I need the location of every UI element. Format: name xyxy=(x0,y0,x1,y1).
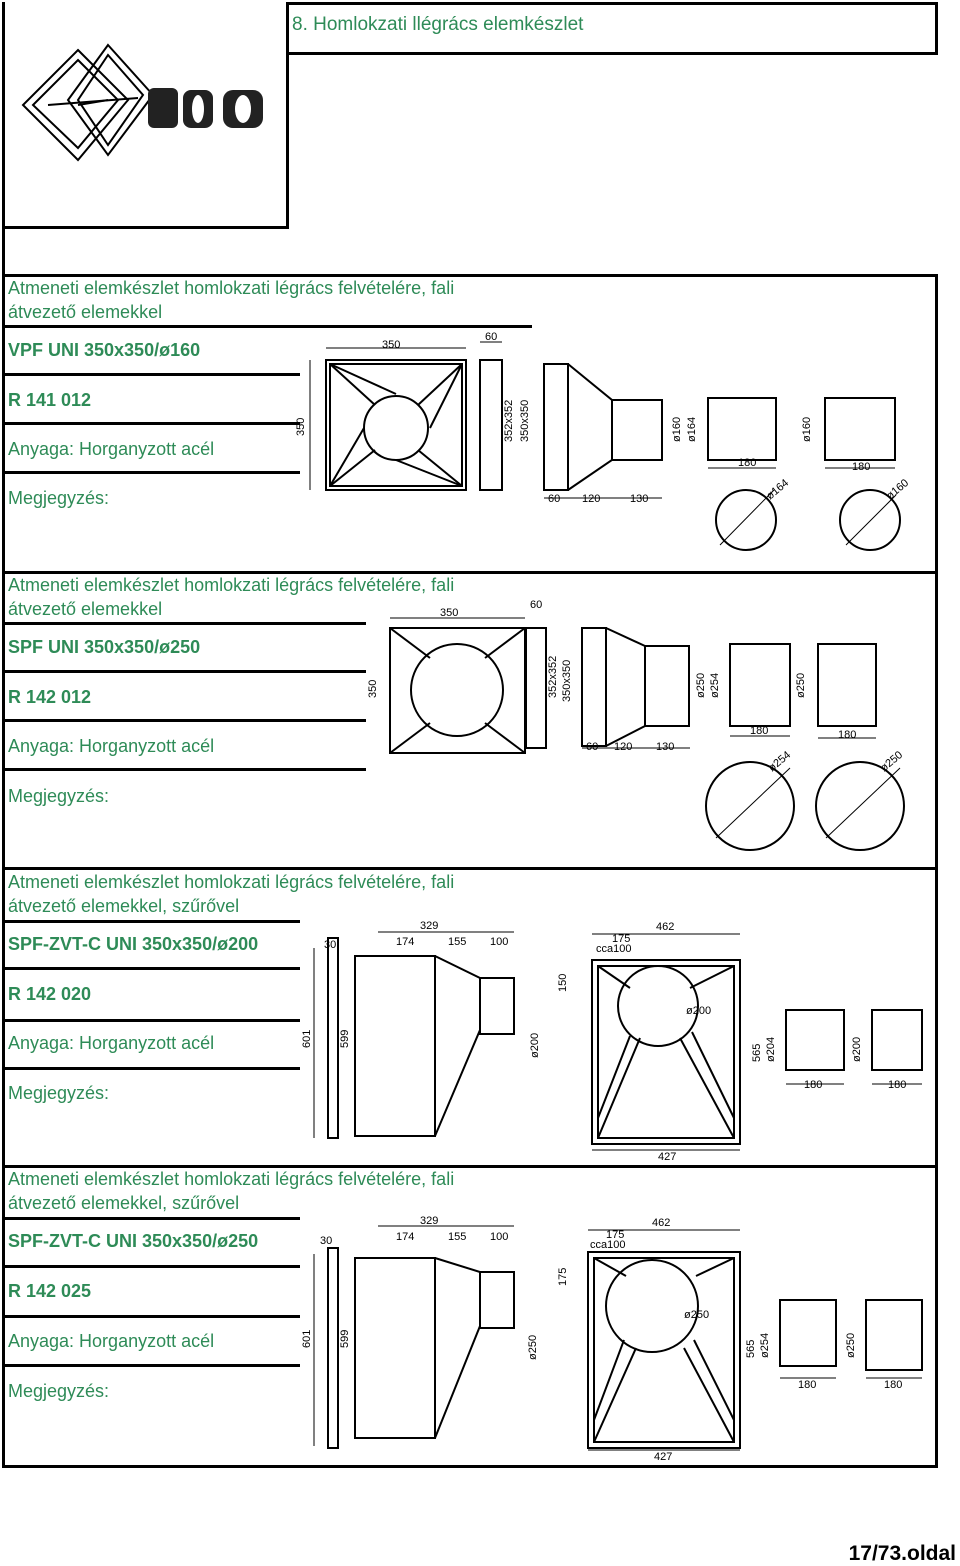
dim-label: ø164 xyxy=(764,477,791,502)
dim-label: 601 xyxy=(301,1030,313,1048)
dim-label: ø250 xyxy=(684,1309,709,1321)
dim-label: 180 xyxy=(884,1379,902,1391)
dim-label: 427 xyxy=(654,1451,672,1460)
product-model: VPF UNI 350x350/ø160 xyxy=(8,340,201,360)
dim-label: 150 xyxy=(557,974,569,992)
dim-label: 130 xyxy=(656,741,674,753)
product-model: SPF-ZVT-C UNI 350x350/ø250 xyxy=(8,1231,259,1251)
dim-label: 180 xyxy=(838,729,856,741)
dim-label: 30 xyxy=(320,1235,332,1247)
product-note: Megjegyzés: xyxy=(8,786,110,806)
dim-label: ø160 xyxy=(801,417,813,442)
product-model: SPF UNI 350x350/ø250 xyxy=(8,637,201,657)
dim-label: 175 xyxy=(606,1229,624,1241)
dim-label: cca100 xyxy=(596,943,631,955)
section-description-line-2: átvezető elemekkel, szűrővel xyxy=(8,896,240,916)
dim-label: ø200 xyxy=(851,1037,863,1062)
dim-label: 175 xyxy=(612,933,630,945)
product-code: R 142 025 xyxy=(8,1281,92,1301)
dim-label: 352x352 xyxy=(547,656,559,698)
product-code: R 142 020 xyxy=(8,984,92,1004)
dim-label: cca100 xyxy=(590,1239,625,1251)
dim-label: 350 xyxy=(440,607,458,619)
technical-drawing-2: 350 60 350 352x352 350x350 ø250 ø254 ø25… xyxy=(367,599,905,851)
section-description-line-1: Atmeneti elemkészlet homlokzati légrács … xyxy=(8,1169,455,1189)
product-code: R 142 012 xyxy=(8,687,92,707)
dim-label: 174 xyxy=(396,1231,414,1243)
dim-label: 352x352 xyxy=(503,400,515,442)
page-number: 17/73.oldal xyxy=(848,1542,956,1565)
dim-label: 60 xyxy=(485,331,497,343)
dim-label: 155 xyxy=(448,936,466,948)
product-note: Megjegyzés: xyxy=(8,1083,110,1103)
grille-kit-illustration xyxy=(21,43,263,162)
product-material: Anyaga: Horganyzott acél xyxy=(8,1033,215,1053)
dim-label: 60 xyxy=(530,599,542,611)
dim-label: 329 xyxy=(420,1215,438,1227)
dim-label: 174 xyxy=(396,936,414,948)
technical-drawing-1: 350 60 350 352x352 350x350 ø160 ø164 ø16… xyxy=(295,331,911,551)
product-material: Anyaga: Horganyzott acél xyxy=(8,439,215,459)
dim-label: 100 xyxy=(490,1231,508,1243)
technical-drawing-3: 329 174 155 100 30 601 599 ø200 462 175 … xyxy=(301,920,923,1162)
dim-label: 462 xyxy=(656,921,674,933)
technical-drawing-4: 329 174 155 100 30 601 599 ø250 462 175 … xyxy=(301,1215,923,1460)
dim-label: 60 xyxy=(548,493,560,505)
dim-label: 180 xyxy=(738,457,756,469)
dim-label: ø254 xyxy=(709,673,721,698)
dim-label: 100 xyxy=(490,936,508,948)
dim-label: 120 xyxy=(614,741,632,753)
product-code: R 141 012 xyxy=(8,390,92,410)
dim-label: 180 xyxy=(804,1079,822,1091)
product-material: Anyaga: Horganyzott acél xyxy=(8,736,215,756)
dim-label: ø250 xyxy=(878,749,905,774)
section-description-line-2: átvezető elemekkel xyxy=(8,599,163,619)
dim-label: 350 xyxy=(382,339,400,351)
dim-label: ø200 xyxy=(529,1033,541,1058)
dim-label: 30 xyxy=(324,939,336,951)
dim-label: 565 xyxy=(745,1340,757,1358)
dim-label: ø200 xyxy=(686,1005,711,1017)
dim-label: ø250 xyxy=(845,1333,857,1358)
dim-label: 120 xyxy=(582,493,600,505)
dim-label: ø250 xyxy=(795,673,807,698)
dim-label: ø204 xyxy=(765,1037,777,1062)
dim-label: 175 xyxy=(557,1268,569,1286)
dim-label: 462 xyxy=(652,1217,670,1229)
section-description-line-2: átvezető elemekkel xyxy=(8,302,163,322)
dim-label: ø160 xyxy=(884,477,911,502)
dim-label: 350x350 xyxy=(519,400,531,442)
dim-label: ø164 xyxy=(686,417,698,442)
dim-label: 130 xyxy=(630,493,648,505)
dim-label: 180 xyxy=(888,1079,906,1091)
dim-label: 350 xyxy=(295,418,307,436)
dim-label: 180 xyxy=(852,461,870,473)
dim-label: ø254 xyxy=(759,1333,771,1358)
dim-label: ø160 xyxy=(671,417,683,442)
dim-label: ø250 xyxy=(695,673,707,698)
dim-label: 180 xyxy=(798,1379,816,1391)
product-model: SPF-ZVT-C UNI 350x350/ø200 xyxy=(8,934,259,954)
dim-label: 60 xyxy=(586,741,598,753)
product-material: Anyaga: Horganyzott acél xyxy=(8,1331,215,1351)
section-description-line-1: Atmeneti elemkészlet homlokzati légrács … xyxy=(8,872,455,892)
dim-label: 427 xyxy=(658,1151,676,1162)
dim-label: ø254 xyxy=(766,749,793,774)
dim-label: 565 xyxy=(751,1044,763,1062)
dim-label: 599 xyxy=(339,1330,351,1348)
dim-label: 350 xyxy=(367,680,379,698)
dim-label: 155 xyxy=(448,1231,466,1243)
section-description-line-1: Atmeneti elemkészlet homlokzati légrács … xyxy=(8,575,455,595)
dim-label: 180 xyxy=(750,725,768,737)
section-description-line-1: Atmeneti elemkészlet homlokzati légrács … xyxy=(8,278,455,298)
product-note: Megjegyzés: xyxy=(8,1381,110,1401)
dim-label: 599 xyxy=(339,1030,351,1048)
dim-label: 350x350 xyxy=(561,660,573,702)
dim-label: ø250 xyxy=(527,1335,539,1360)
section-description-line-2: átvezető elemekkel, szűrővel xyxy=(8,1193,240,1213)
dim-label: 601 xyxy=(301,1330,313,1348)
product-note: Megjegyzés: xyxy=(8,488,110,508)
dim-label: 329 xyxy=(420,920,438,932)
page-title: 8. Homlokzati llégrács elemkészlet xyxy=(292,14,584,35)
